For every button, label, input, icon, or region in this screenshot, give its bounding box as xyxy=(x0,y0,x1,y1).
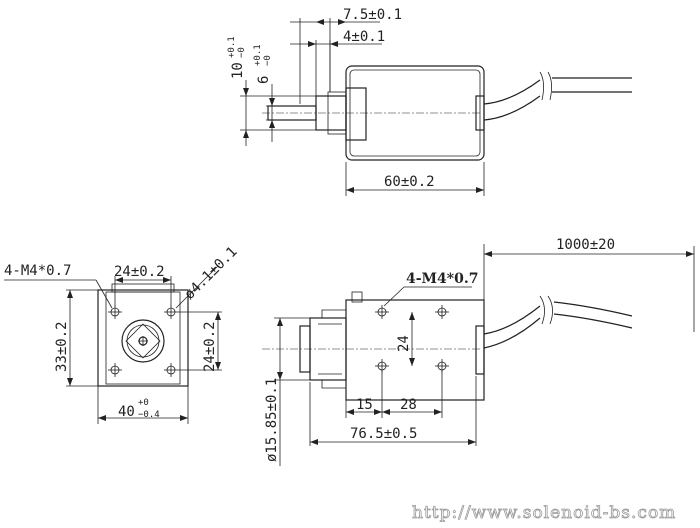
side-dim-15-85-arrow-b xyxy=(277,372,283,380)
top-dim-60-arrow-l xyxy=(346,187,354,193)
side-dim-24-label: 24 xyxy=(396,335,412,352)
side-break-mark-1 xyxy=(539,295,545,325)
end-dim-33-arrow-t xyxy=(67,290,73,298)
end-thread-label: 4-M4*0.7 xyxy=(4,263,71,279)
top-dim-4-label: 4±0.1 xyxy=(343,29,385,45)
end-dim-24v-label: 24±0.2 xyxy=(202,321,218,372)
side-dim-24-arrow-b xyxy=(409,358,415,366)
top-lead-wire-2 xyxy=(483,95,541,121)
side-break-mark-2 xyxy=(547,295,553,325)
top-dim-6-arrow-t xyxy=(269,98,275,106)
top-dim-7-5-arrow-l xyxy=(316,19,324,25)
side-dim-15-label: 15 xyxy=(356,397,373,413)
end-bore-mid xyxy=(126,324,160,358)
side-dim-76-label: 76.5±0.5 xyxy=(350,426,417,442)
side-dim-28-arrow-l xyxy=(382,409,390,415)
top-dim-10-arrow-b xyxy=(243,130,249,138)
end-thread-leader xyxy=(95,279,113,309)
top-dim-10-tol-dn: −0 xyxy=(237,47,247,58)
top-dim-10-label: 10 xyxy=(230,62,246,79)
end-dim-24-label: 24±0.2 xyxy=(114,264,165,280)
top-end-cap xyxy=(345,87,367,141)
side-lead-wire-1 xyxy=(483,305,541,335)
side-dim-15-arrow-l xyxy=(346,409,354,415)
end-dim-40-label: 40 xyxy=(118,404,135,420)
end-dim-24v-arrow-b xyxy=(215,362,221,370)
top-dim-60-arrow-r xyxy=(476,187,484,193)
top-dim-7-5-label: 7.5±0.1 xyxy=(343,7,402,23)
side-body-outline xyxy=(345,299,485,401)
end-dim-24-arrow-r xyxy=(163,277,171,283)
end-bore-label: ø4.1±0.1 xyxy=(182,244,241,303)
side-top-tab xyxy=(351,291,363,303)
side-view: 1000±20 4-M4*0.7 24 15 28 76.5±0.5 xyxy=(262,237,695,466)
end-mount-holes xyxy=(108,305,178,377)
end-bore-outer xyxy=(121,319,165,363)
side-dim-15-arrow-r xyxy=(374,409,382,415)
side-lead-wire-1-end xyxy=(553,301,633,317)
top-dim-60-label: 60±0.2 xyxy=(384,174,435,190)
top-view: 7.5±0.1 4±0.1 10 +0.1 −0 6 +0.1 −0 60±0.… xyxy=(227,7,632,196)
side-dim-1000-arrow-r xyxy=(686,251,694,257)
end-dim-24v-arrow-t xyxy=(215,312,221,320)
top-break-mark-1 xyxy=(539,71,544,101)
top-dim-10-tol-up: +0.1 xyxy=(227,36,237,58)
watermark-url: http://www.solenoid-bs.com xyxy=(412,503,676,523)
end-top-tab xyxy=(111,283,175,293)
end-dim-40-tol-up: +0 xyxy=(138,398,149,408)
side-lead-wire-2-end xyxy=(553,313,633,329)
side-dim-1000-arrow-l xyxy=(484,251,492,257)
side-thread-label: 4-M4*0.7 xyxy=(406,271,478,287)
top-lead-wire-1 xyxy=(483,79,541,105)
top-dim-10-arrow-t xyxy=(243,88,249,96)
side-plunger-step-top xyxy=(321,309,346,318)
end-dim-33-arrow-b xyxy=(67,378,73,386)
side-rear-cap xyxy=(475,325,485,375)
side-thread-leader xyxy=(383,286,405,307)
top-dim-6-tol-up: +0.1 xyxy=(253,44,263,66)
end-plunger-head xyxy=(125,323,161,359)
side-dim-28-arrow-r xyxy=(434,409,442,415)
top-dim-6-arrow-b xyxy=(269,120,275,128)
top-dim-4-arrow-l xyxy=(308,41,316,47)
end-dim-40-arrow-l xyxy=(98,415,106,421)
end-dim-40-tol-dn: −0.4 xyxy=(138,410,160,420)
top-dim-7-5-arrow-r xyxy=(338,19,346,25)
end-dim-33-label: 33±0.2 xyxy=(54,321,70,372)
side-dim-76-arrow-r xyxy=(468,439,476,445)
top-dim-6-tol-dn: −0 xyxy=(263,55,273,66)
side-dim-15-85-arrow-t xyxy=(277,318,283,326)
top-dim-6-label: 6 xyxy=(256,76,272,84)
end-dim-40-arrow-r xyxy=(180,415,188,421)
top-dim-4-arrow-r xyxy=(330,41,338,47)
side-dim-28-label: 28 xyxy=(400,397,417,413)
end-bore-leader xyxy=(175,265,219,309)
end-dim-24-arrow-l xyxy=(115,277,123,283)
side-dim-24-arrow-t xyxy=(409,312,415,320)
end-body-outline xyxy=(97,289,189,387)
top-break-mark-2 xyxy=(547,71,552,101)
side-lead-wire-2 xyxy=(483,317,541,349)
side-dim-1000-label: 1000±20 xyxy=(556,237,615,253)
side-dim-15-85-label: ø15.85±0.1 xyxy=(264,378,280,462)
side-plunger-step-bot xyxy=(321,380,346,389)
side-dim-76-arrow-l xyxy=(310,439,318,445)
end-view: 4-M4*0.7 24±0.2 ø4.1±0.1 33±0.2 24±0.2 xyxy=(4,244,241,424)
